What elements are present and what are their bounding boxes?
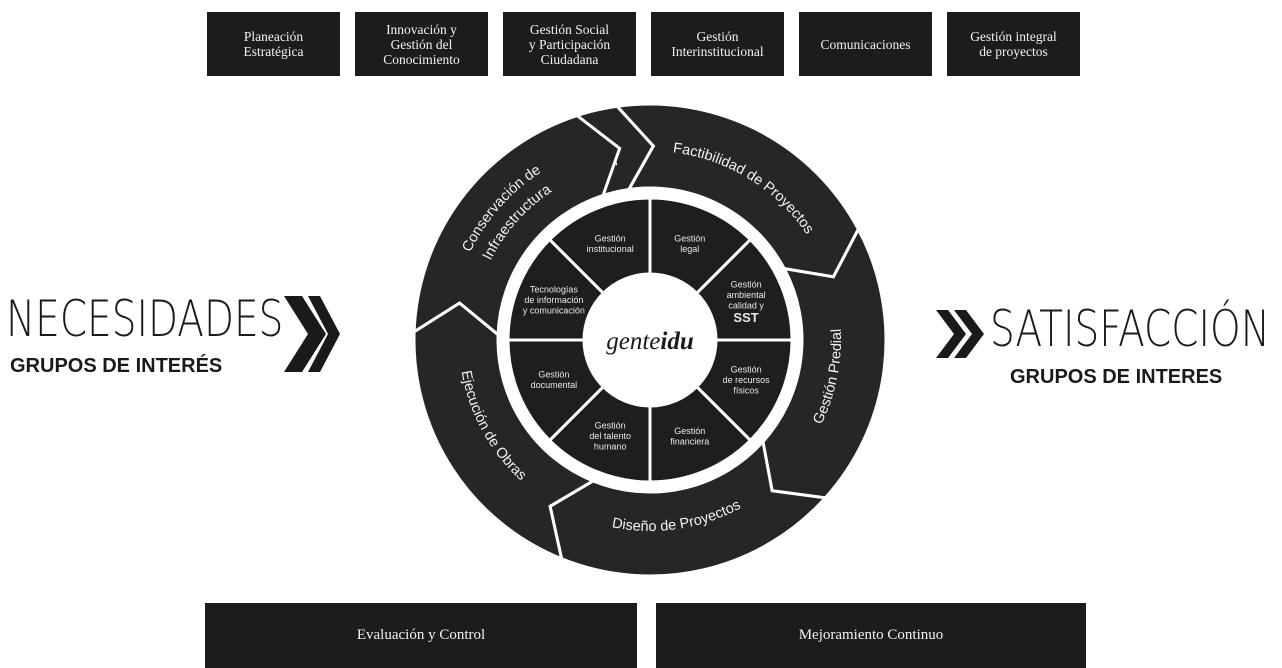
- left-subtitle: GRUPOS DE INTERÉS: [10, 355, 223, 377]
- inner-wedge-label: legal: [680, 244, 699, 254]
- top-box-line: Estratégica: [243, 44, 304, 59]
- inner-wedge-label: Gestión: [731, 279, 762, 289]
- top-box-line: Interinstitucional: [671, 44, 764, 59]
- brand-right: idu: [660, 328, 693, 355]
- inner-wedge: [506, 237, 606, 342]
- top-box-line: Gestión integral: [970, 29, 1057, 44]
- right-subtitle: GRUPOS DE INTERES: [1010, 366, 1223, 388]
- outer-segment: [412, 113, 622, 338]
- inner-wedge-label: documental: [531, 380, 578, 390]
- top-box-line: Innovación y: [386, 21, 457, 37]
- inner-wedge-label: Gestión: [731, 364, 762, 374]
- inner-wedge-label: humano: [594, 442, 627, 452]
- inner-wedge-label: y comunicación: [523, 306, 585, 316]
- left-title: NECESIDADES: [6, 290, 284, 348]
- bottom-box-evaluacion: Evaluación y Control: [205, 603, 637, 668]
- inner-wedge-label: físicos: [733, 385, 759, 395]
- inner-wedge-label: Gestión: [538, 370, 569, 380]
- inner-wedge-label: financiera: [670, 436, 709, 446]
- right-chevrons-icon: [936, 310, 984, 358]
- inner-wedge-label: Gestión: [595, 234, 626, 244]
- top-box-line: Planeación: [243, 29, 304, 44]
- left-chevrons-icon: [284, 296, 340, 372]
- top-box-line: Comunicaciones: [820, 36, 911, 52]
- bottom-box-label: Evaluación y Control: [356, 627, 486, 643]
- top-box-line: Ciudadana: [540, 51, 599, 67]
- brand-left: gente: [606, 328, 660, 355]
- top-box-comunicaciones: Comunicaciones: [799, 12, 932, 76]
- inner-wedge-label: de recursos: [723, 375, 771, 385]
- inner-wedge-label: Gestión: [674, 426, 705, 436]
- top-box-line: Gestión Social: [529, 21, 610, 37]
- process-wheel: Gestión de laValorización y Financiación…: [412, 102, 888, 578]
- inner-wedge-label: institucional: [587, 244, 634, 254]
- top-box-line: y Participación: [528, 36, 611, 52]
- inner-wedge-label: ambiental: [727, 290, 766, 300]
- top-box-line: de proyectos: [979, 44, 1048, 59]
- inner-wedge-label: calidad y: [728, 300, 764, 310]
- brand-logo: genteidu: [606, 328, 694, 355]
- inner-wedge-label: Tecnologías: [530, 285, 579, 295]
- inner-wedge-label: Gestión: [674, 234, 705, 244]
- inner-wedge-label: SST: [733, 310, 758, 325]
- bottom-box-label: Mejoramiento Continuo: [798, 627, 944, 643]
- center-circle: [592, 282, 708, 398]
- bottom-box-mejoramiento: Mejoramiento Continuo: [656, 603, 1086, 668]
- inner-wedge-label: Gestión: [595, 421, 626, 431]
- right-title: SATISFACCIÓN: [990, 300, 1270, 358]
- inner-wedge-label: de información: [524, 295, 583, 305]
- top-box-line: Gestión: [696, 29, 739, 44]
- top-box-line: Conocimiento: [383, 51, 460, 67]
- inner-wedge-label: del talento: [589, 431, 631, 441]
- top-box-line: Gestión del: [390, 36, 453, 52]
